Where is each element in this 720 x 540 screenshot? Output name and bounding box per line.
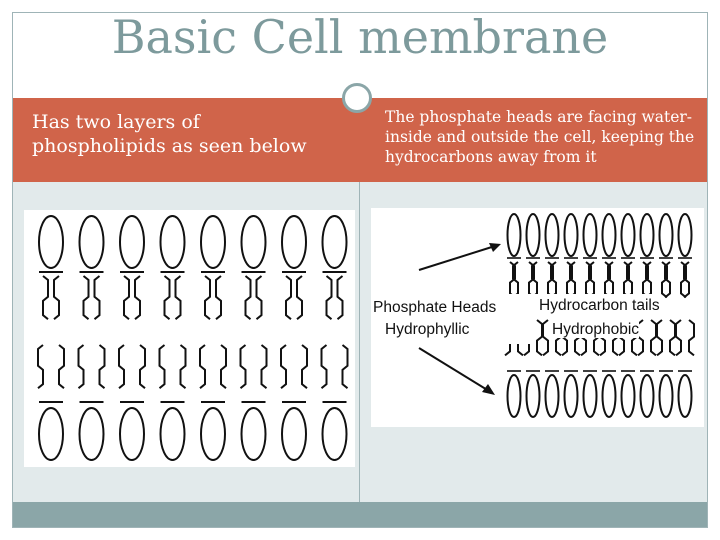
hydrophobic-backdrop	[549, 318, 639, 338]
ring-icon	[342, 83, 372, 113]
phosphate-head	[582, 213, 598, 257]
label-backdrop	[371, 294, 536, 344]
phosphate-head	[38, 215, 64, 269]
hydrocarbon-tail	[285, 275, 292, 320]
arrow-up-head	[489, 243, 501, 252]
hydrocarbon-tail	[215, 275, 222, 320]
hydrophyllic-label: Hydrophyllic	[385, 321, 470, 338]
hydrocarbon-tail	[320, 344, 328, 389]
column-divider	[359, 182, 360, 502]
phosphate-head	[525, 374, 541, 418]
hydrocarbon-tail	[37, 344, 44, 389]
hydrocarbon-tail	[158, 344, 166, 389]
phosphate-head	[119, 215, 145, 269]
phosphate-head	[78, 407, 105, 461]
hydrocarbon-tail	[163, 275, 171, 320]
hydrocarbon-tail	[280, 344, 287, 389]
slide-title: Basic Cell membrane	[111, 10, 609, 64]
hydrocarbon-tail	[536, 319, 543, 357]
phosphate-head	[281, 407, 307, 461]
arrow-down-line	[418, 347, 490, 392]
bilayer-diagram-left	[24, 210, 355, 467]
phosphate-head	[658, 213, 674, 257]
hydrocarbon-tail	[669, 319, 676, 357]
phosphate-heads-label: Phosphate Heads	[373, 299, 496, 316]
arrow-up-line	[418, 245, 496, 271]
hydrocarbon-tail	[174, 275, 182, 320]
right-caption: The phosphate heads are facing water-ins…	[385, 108, 695, 166]
phosphate-head	[38, 407, 64, 461]
phosphate-head	[544, 374, 560, 418]
phosphate-head	[119, 407, 145, 461]
phosphate-head	[506, 374, 522, 418]
phosphate-head	[240, 407, 267, 461]
hydrocarbon-tail	[296, 275, 303, 320]
phosphate-head	[159, 215, 186, 269]
phosphate-head	[321, 407, 348, 461]
hydrocarbon-tail	[688, 319, 695, 357]
phosphate-head	[582, 374, 598, 418]
hydrocarbon-tail	[542, 319, 549, 357]
phosphate-head	[639, 374, 655, 418]
footer-bar	[13, 502, 707, 527]
phosphate-head	[620, 213, 636, 257]
bilayer-right-svg: Phosphate Heads Hydrophyllic Hydrocarbon…	[371, 213, 695, 418]
phosphate-head	[601, 213, 617, 257]
phosphate-head	[321, 215, 348, 269]
hydrocarbon-tail	[179, 344, 187, 389]
phosphate-head	[601, 374, 617, 418]
phosphate-head	[78, 215, 105, 269]
hydrocarbon-tail	[675, 319, 682, 357]
phosphate-head	[544, 213, 560, 257]
hydrocarbon-tail	[255, 275, 263, 320]
phosphate-head	[563, 213, 579, 257]
phosphate-head	[639, 213, 655, 257]
phosphate-head	[506, 213, 522, 257]
hydrocarbon-tail	[683, 261, 690, 299]
phosphate-head	[658, 374, 674, 418]
hydrocarbon-tail	[301, 344, 308, 389]
hydrocarbon-tails-label: Hydrocarbon tails	[539, 297, 660, 314]
hydrocarbon-tail	[118, 344, 125, 389]
hydrocarbon-tail	[93, 275, 101, 320]
hydrocarbon-tail	[53, 275, 60, 320]
phosphate-head	[677, 213, 693, 257]
phosphate-head	[200, 407, 226, 461]
phosphate-head	[525, 213, 541, 257]
hydrocarbon-tail	[220, 344, 227, 389]
phosphate-head	[281, 215, 307, 269]
phosphate-head	[159, 407, 186, 461]
hydrocarbon-tail	[42, 275, 49, 320]
arrow-down-head	[482, 384, 495, 395]
hydrocarbon-tail	[134, 275, 141, 320]
tails-label-backdrop	[535, 294, 661, 316]
phosphate-head	[620, 374, 636, 418]
phosphate-head	[563, 374, 579, 418]
hydrocarbon-tail	[139, 344, 146, 389]
phosphate-head	[677, 374, 693, 418]
hydrophobic-label: Hydrophobic	[552, 321, 639, 338]
hydrocarbon-tail	[650, 319, 657, 357]
hydrocarbon-tail	[664, 261, 671, 299]
hydrocarbon-tail	[656, 319, 663, 357]
hydrocarbon-tail	[204, 275, 211, 320]
hydrocarbon-tail	[260, 344, 268, 389]
hydrocarbon-tail	[244, 275, 252, 320]
phosphate-head	[240, 215, 267, 269]
hydrocarbon-tail	[98, 344, 106, 389]
bilayer-diagram-right: Phosphate Heads Hydrophyllic Hydrocarbon…	[371, 208, 704, 427]
hydrocarbon-tail	[199, 344, 206, 389]
hydrocarbon-tail	[325, 275, 333, 320]
bilayer-left-svg	[37, 215, 349, 461]
hydrocarbon-tail	[123, 275, 130, 320]
phosphate-head	[200, 215, 226, 269]
hydrocarbon-tail	[341, 344, 349, 389]
left-caption: Has two layers of phospholipids as seen …	[32, 111, 307, 157]
hydrocarbon-tail	[82, 275, 90, 320]
hydrocarbon-tail	[77, 344, 85, 389]
hydrocarbon-tail	[239, 344, 247, 389]
hydrocarbon-tail	[58, 344, 65, 389]
hydrocarbon-tail	[336, 275, 344, 320]
